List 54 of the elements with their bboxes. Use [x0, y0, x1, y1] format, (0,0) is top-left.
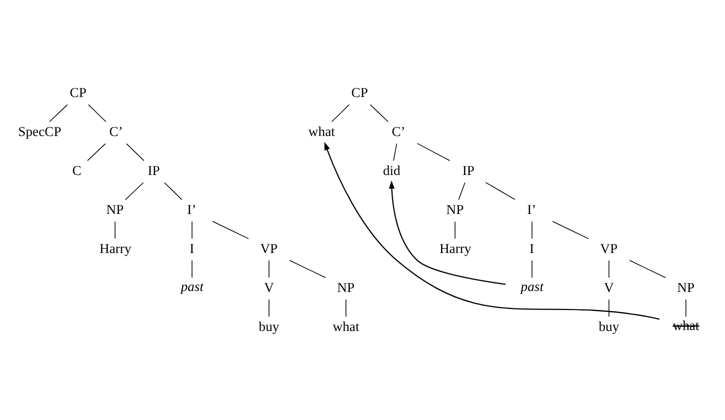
connector	[125, 182, 144, 200]
node-text: VP	[600, 240, 618, 256]
node-text: I’	[187, 202, 196, 217]
connector	[629, 259, 666, 278]
node-text: I	[530, 240, 534, 256]
node-text: NP	[106, 202, 124, 217]
node-text: C’	[392, 124, 406, 139]
node-text: buy	[598, 318, 620, 334]
node-text: I’	[527, 202, 536, 217]
connector	[454, 220, 456, 239]
node-text: V	[604, 280, 614, 295]
connector	[552, 220, 589, 239]
node-text: past	[180, 278, 204, 294]
connector	[87, 142, 106, 161]
arrow	[388, 180, 506, 284]
connector	[114, 220, 116, 239]
node-text: what	[672, 318, 700, 333]
connector	[608, 298, 610, 316]
node-text: past	[520, 278, 544, 294]
connector	[164, 182, 182, 200]
connector	[289, 259, 326, 278]
connector	[485, 182, 516, 200]
node-text: CP	[70, 84, 86, 100]
connector	[268, 298, 270, 316]
connector	[331, 104, 350, 122]
connector	[268, 260, 270, 278]
connector	[608, 260, 610, 278]
node-text: NP	[446, 202, 464, 217]
connector	[458, 182, 466, 200]
node-text: NP	[337, 280, 355, 295]
node-text: V	[264, 280, 274, 295]
connector	[212, 220, 249, 239]
node-text: C’	[109, 124, 123, 139]
node-text: C	[72, 162, 82, 178]
node-text: Harry	[100, 240, 132, 256]
node-text: what	[308, 124, 335, 139]
node-text: NP	[677, 280, 695, 295]
node-text: I	[190, 240, 194, 256]
node-text: Harry	[439, 240, 472, 256]
node-text: SpecCP	[18, 124, 62, 139]
connector	[88, 104, 106, 122]
connector	[416, 142, 450, 160]
node-text: buy	[258, 318, 280, 334]
arrow	[324, 141, 660, 320]
node-text: IP	[462, 162, 474, 178]
connector	[370, 104, 389, 122]
connector	[49, 104, 68, 122]
node-text: CP	[351, 84, 368, 100]
node-text: did	[382, 162, 400, 178]
node-text: what	[332, 318, 360, 334]
connector	[126, 142, 144, 161]
connector	[393, 142, 398, 161]
node-text: IP	[148, 162, 160, 178]
node-text: VP	[260, 240, 278, 256]
